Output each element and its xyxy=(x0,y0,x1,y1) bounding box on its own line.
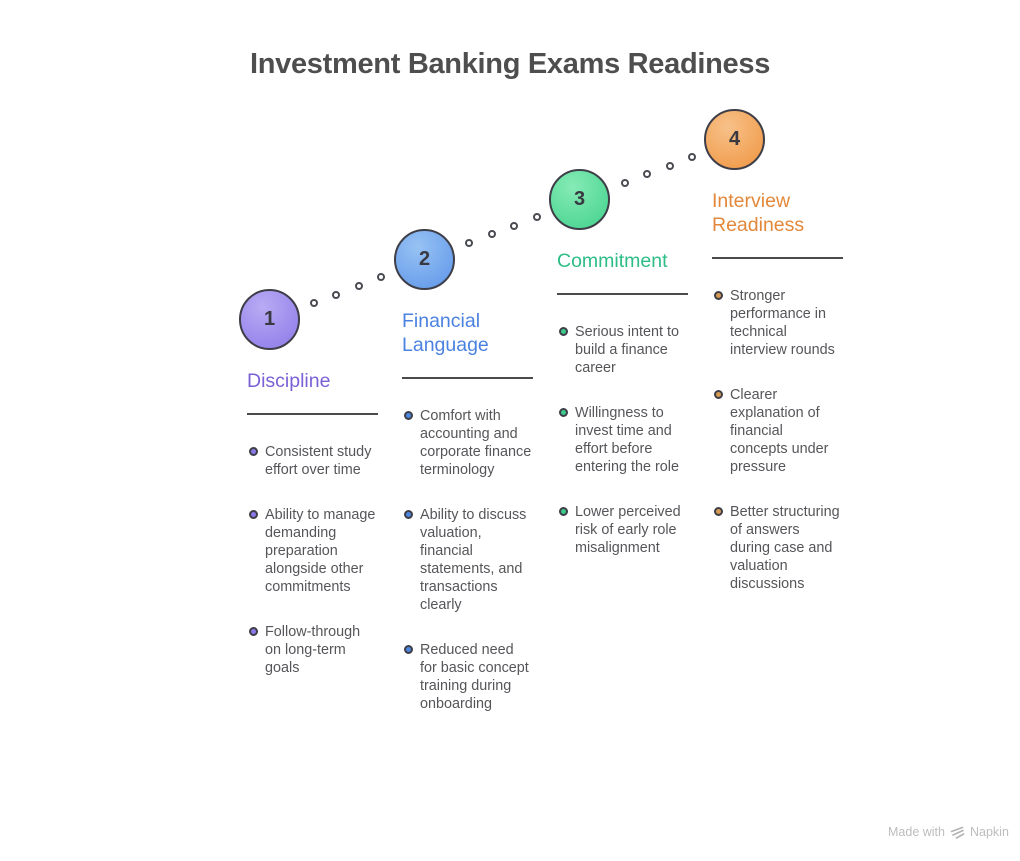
bullet-text: Follow-through on long-term goals xyxy=(265,624,361,676)
step-number: 1 xyxy=(263,308,276,330)
list-item: Reduced need for basic concept training … xyxy=(402,641,533,713)
bullet-text: Serious intent to build a finance career xyxy=(575,324,679,376)
list-item: Ability to manage demanding preparation … xyxy=(247,506,378,596)
step-1-label: Discipline xyxy=(247,370,331,392)
list-item: Consistent study effort over time xyxy=(247,443,378,479)
connector-dot xyxy=(355,282,363,290)
napkin-brand-text: Napkin xyxy=(969,825,1009,839)
step-3-number-circle: 3 xyxy=(549,169,610,230)
step-2-label: Financial Language xyxy=(402,310,489,356)
list-item: Comfort with accounting and corporate fi… xyxy=(402,407,533,479)
step-2-number-circle: 2 xyxy=(394,229,455,290)
step-1-divider xyxy=(247,413,378,415)
list-item: Lower perceived risk of early role misal… xyxy=(557,503,688,557)
bullet-dot-icon xyxy=(559,327,568,336)
connector-dot xyxy=(510,222,518,230)
step-number: 2 xyxy=(418,248,431,270)
connector-dot xyxy=(688,153,696,161)
step-1-number-circle: 1 xyxy=(239,289,300,350)
list-item: Willingness to invest time and effort be… xyxy=(557,404,688,476)
bullet-text: Better structuring of answers during cas… xyxy=(730,504,840,592)
bullet-dot-icon xyxy=(404,645,413,654)
connector-dot xyxy=(533,213,541,221)
connector-dot xyxy=(310,299,318,307)
connector-dot xyxy=(621,179,629,187)
bullet-dot-icon xyxy=(249,627,258,636)
bullet-text: Ability to discuss valuation, financial … xyxy=(420,507,527,613)
bullet-dot-icon xyxy=(404,510,413,519)
list-item: Clearer explanation of financial concept… xyxy=(712,386,843,476)
step-number: 4 xyxy=(728,128,741,150)
connector-dot xyxy=(643,170,651,178)
step-4-number-circle: 4 xyxy=(704,109,765,170)
bullet-text: Lower perceived risk of early role misal… xyxy=(575,504,681,556)
connector-dot xyxy=(377,273,385,281)
list-item: Follow-through on long-term goals xyxy=(247,623,378,677)
bullet-dot-icon xyxy=(714,390,723,399)
bullet-dot-icon xyxy=(404,411,413,420)
step-3-commitment: 3 Commitment Serious intent to build a f… xyxy=(549,169,692,584)
step-1-discipline: 1 Discipline Consistent study effort ove… xyxy=(239,289,382,704)
bullet-text: Clearer explanation of financial concept… xyxy=(730,387,829,475)
bullet-dot-icon xyxy=(249,447,258,456)
step-2-bullet-list: Comfort with accounting and corporate fi… xyxy=(402,407,537,713)
bullet-dot-icon xyxy=(714,291,723,300)
bullet-text: Willingness to invest time and effort be… xyxy=(575,405,680,475)
bullet-dot-icon xyxy=(714,507,723,516)
made-with-text: Made with xyxy=(888,825,945,839)
page-title: Investment Banking Exams Readiness xyxy=(249,48,771,80)
step-3-bullet-list: Serious intent to build a finance career… xyxy=(557,323,692,557)
step-2-financial-language: 2 Financial Language Comfort with accoun… xyxy=(394,229,537,740)
step-4-label: Interview Readiness xyxy=(712,190,805,236)
list-item: Ability to discuss valuation, financial … xyxy=(402,506,533,614)
bullet-text: Ability to manage demanding preparation … xyxy=(265,507,376,595)
bullet-text: Reduced need for basic concept training … xyxy=(420,642,529,712)
step-1-bullet-list: Consistent study effort over time Abilit… xyxy=(247,443,382,677)
made-with-napkin-badge: Made with Napkin xyxy=(888,825,1009,839)
step-4-interview-readiness: 4 Interview Readiness Stronger performan… xyxy=(704,109,847,620)
step-4-divider xyxy=(712,257,843,259)
napkin-logo-icon xyxy=(950,826,965,839)
connector-dot xyxy=(666,162,674,170)
list-item: Stronger performance in technical interv… xyxy=(712,287,843,359)
step-2-divider xyxy=(402,377,533,379)
connector-dot xyxy=(465,239,473,247)
list-item: Better structuring of answers during cas… xyxy=(712,503,843,593)
bullet-dot-icon xyxy=(249,510,258,519)
bullet-text: Comfort with accounting and corporate fi… xyxy=(420,408,532,478)
bullet-text: Consistent study effort over time xyxy=(265,444,372,478)
bullet-text: Stronger performance in technical interv… xyxy=(730,288,835,358)
step-3-divider xyxy=(557,293,688,295)
connector-dot xyxy=(332,291,340,299)
step-3-label: Commitment xyxy=(557,250,668,272)
bullet-dot-icon xyxy=(559,507,568,516)
connector-dot xyxy=(488,230,496,238)
step-4-bullet-list: Stronger performance in technical interv… xyxy=(712,287,847,593)
step-number: 3 xyxy=(573,188,586,210)
bullet-dot-icon xyxy=(559,408,568,417)
list-item: Serious intent to build a finance career xyxy=(557,323,688,377)
